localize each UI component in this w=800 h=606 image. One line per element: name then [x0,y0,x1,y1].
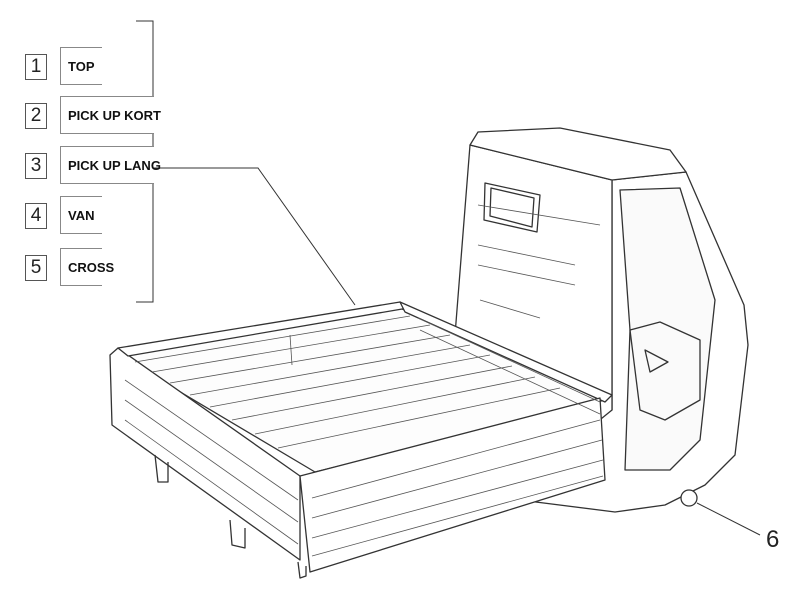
variant-number-2: 2 [25,103,47,129]
variant-number-1: 1 [25,54,47,80]
cargo-bed-tailgate [299,397,606,573]
variant-number-4: 4 [25,203,47,229]
cargo-bed-right-wall [399,301,613,403]
variant-label-pick-up-lang: PICK UP LANG [60,146,161,184]
variant-number-5: 5 [25,255,47,281]
cab-door-opening [619,187,716,471]
leader-line-part-6 [696,502,761,536]
variant-label-van: VAN [60,196,102,234]
cab-roof [469,127,687,181]
variant-number-3: 3 [25,153,47,179]
cargo-bed-left-wall [109,347,301,561]
cab-rear-window [483,182,541,233]
variant-label-top: TOP [60,47,102,85]
part-callout-number: 6 [766,526,780,553]
variant-label-pick-up-kort: PICK UP KORT [60,96,161,134]
leader-line-variants [153,167,356,306]
variant-label-cross: CROSS [60,248,114,286]
wheel-callout-part [680,489,698,507]
